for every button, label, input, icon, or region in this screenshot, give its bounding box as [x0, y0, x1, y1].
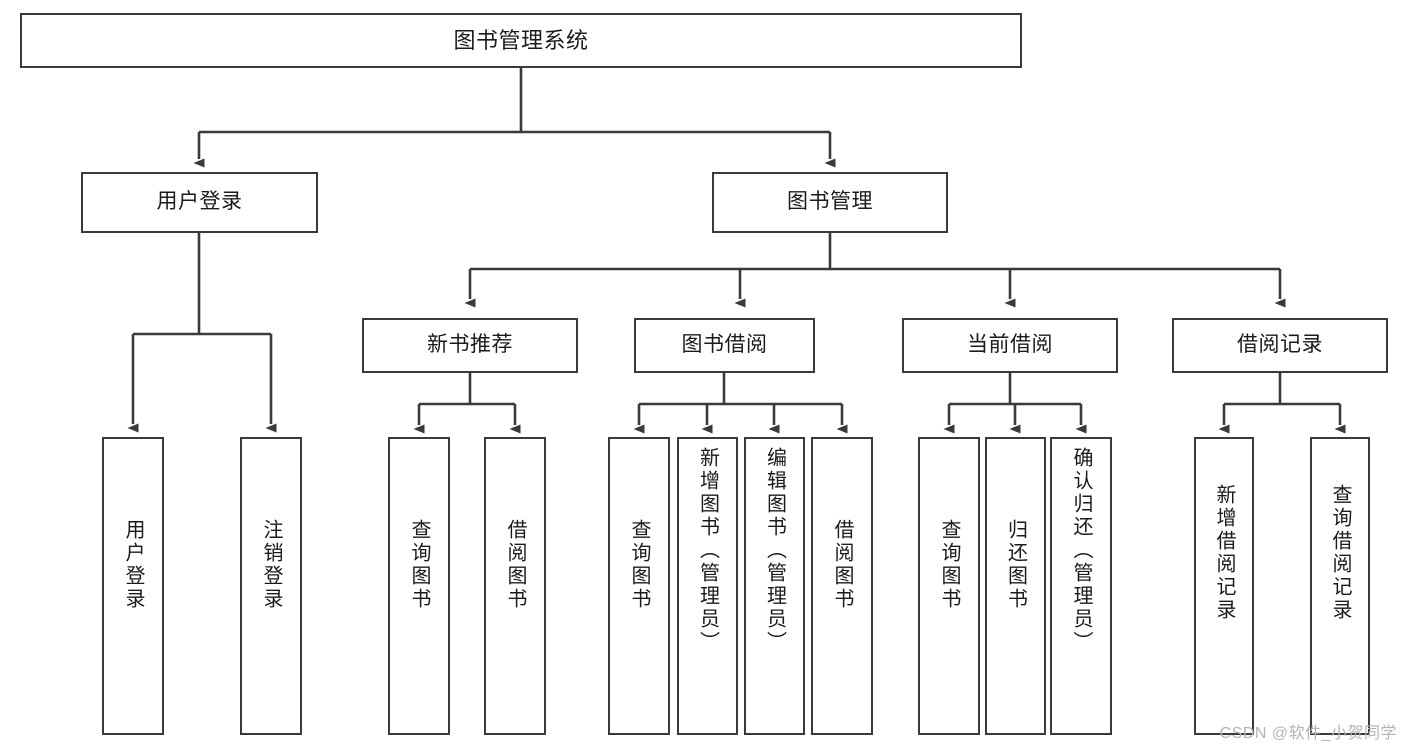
node-label: 新增借阅记录 — [1213, 484, 1235, 622]
leaf-logout-login[interactable]: 注销登录 — [240, 437, 302, 735]
node-root-book-management-system[interactable]: 图书管理系统 — [20, 13, 1022, 68]
node-label: 当前借阅 — [967, 333, 1053, 357]
node-label: 图书管理 — [787, 190, 873, 214]
node-user-login[interactable]: 用户登录 — [81, 172, 318, 233]
leaf-add-book[interactable]: 新增图书（管理员） — [677, 437, 738, 735]
leaf-edit-book[interactable]: 编辑图书（管理员） — [744, 437, 805, 735]
leaf-query-book-3[interactable]: 查询图书 — [918, 437, 980, 735]
node-label: 查询图书 — [408, 519, 430, 611]
node-label: 借阅图书 — [831, 519, 853, 611]
node-label: 确认归还（管理员） — [1070, 447, 1092, 654]
node-current-borrow[interactable]: 当前借阅 — [902, 318, 1118, 373]
leaf-query-borrow-record[interactable]: 查询借阅记录 — [1310, 437, 1370, 735]
node-label: 图书管理系统 — [453, 27, 589, 53]
node-label: 新增图书（管理员） — [696, 447, 719, 654]
node-new-book-recommend[interactable]: 新书推荐 — [362, 318, 578, 373]
node-label: 借阅图书 — [504, 519, 526, 611]
node-book-borrow[interactable]: 图书借阅 — [634, 318, 815, 373]
node-book-manage[interactable]: 图书管理 — [712, 172, 948, 233]
node-label: 编辑图书（管理员） — [763, 447, 786, 654]
leaf-confirm-return[interactable]: 确认归还（管理员） — [1050, 437, 1112, 735]
leaf-query-book-2[interactable]: 查询图书 — [608, 437, 670, 735]
leaf-borrow-book-1[interactable]: 借阅图书 — [484, 437, 546, 735]
node-label: 查询图书 — [628, 519, 650, 611]
node-label: 图书借阅 — [681, 333, 768, 357]
node-label: 归还图书 — [1004, 519, 1027, 611]
leaf-return-book[interactable]: 归还图书 — [985, 437, 1046, 735]
leaf-borrow-book-2[interactable]: 借阅图书 — [811, 437, 873, 735]
node-label: 注销登录 — [260, 519, 282, 611]
leaf-query-book-1[interactable]: 查询图书 — [388, 437, 450, 735]
node-label: 借阅记录 — [1237, 333, 1323, 357]
node-label: 查询借阅记录 — [1329, 484, 1351, 622]
leaf-add-borrow-record[interactable]: 新增借阅记录 — [1194, 437, 1254, 735]
node-label: 查询图书 — [938, 519, 960, 611]
csdn-watermark: CSDN @软件_小贺同学 — [1219, 725, 1397, 742]
node-borrow-record[interactable]: 借阅记录 — [1172, 318, 1388, 373]
node-label: 用户登录 — [122, 519, 144, 611]
node-label: 新书推荐 — [427, 333, 513, 357]
node-label: 用户登录 — [156, 190, 243, 214]
leaf-user-login[interactable]: 用户登录 — [102, 437, 164, 735]
